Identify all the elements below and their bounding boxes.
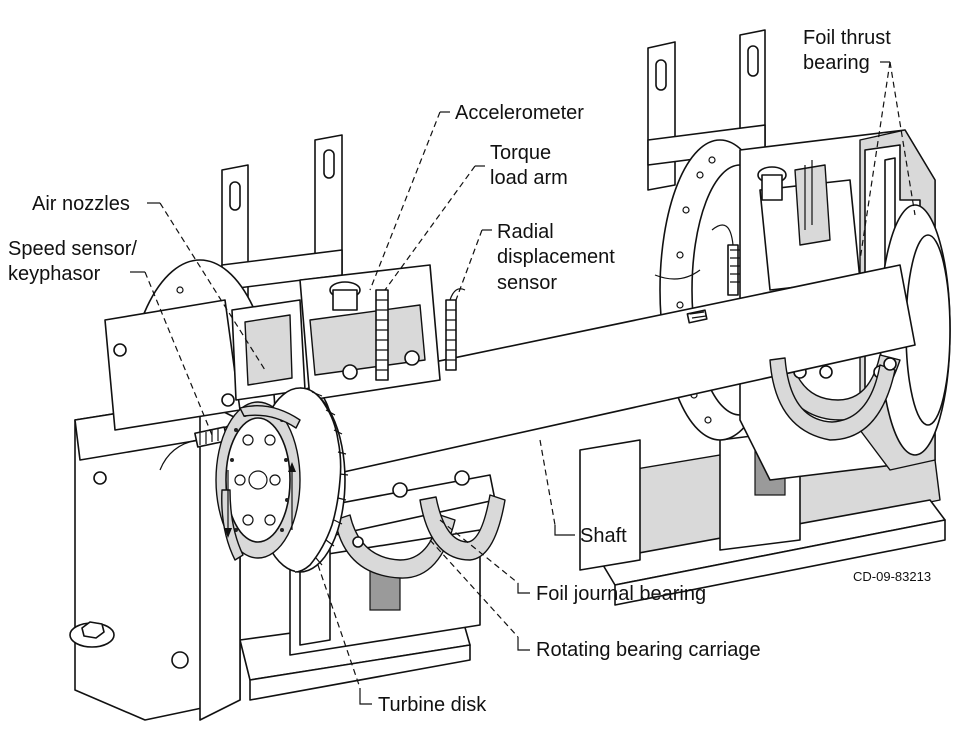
label-speed-sensor-line1: Speed sensor/: [8, 238, 137, 260]
label-foil-journal-bearing: Foil journal bearing: [536, 583, 706, 605]
label-air-nozzles: Air nozzles: [32, 193, 130, 215]
label-speed-sensor-line2: keyphasor: [8, 263, 101, 285]
label-foil-thrust-line1: Foil thrust: [803, 27, 891, 49]
left-housing: [69, 134, 466, 721]
label-turbine-disk: Turbine disk: [378, 694, 487, 716]
label-foil-thrust-line2: bearing: [803, 52, 870, 74]
label-rotating-bearing-carriage: Rotating bearing carriage: [536, 639, 761, 661]
drawing-code: CD-09-83213: [853, 569, 931, 584]
label-accelerometer: Accelerometer: [455, 102, 584, 124]
rotation-arrow-top-icon: [239, 405, 301, 429]
leader-lines: [130, 61, 916, 705]
upward-arrow-icon: [288, 462, 296, 472]
labels: Accelerometer Torque load arm Foil thrus…: [8, 27, 931, 716]
foil-journal-bearing: [329, 470, 506, 579]
rotation-arrow-left-icon: [221, 489, 244, 561]
turbine-disk: [215, 387, 349, 573]
label-radial-line3: sensor: [497, 272, 557, 294]
label-radial-line1: Radial: [497, 221, 554, 243]
label-torque-line1: Torque: [490, 142, 551, 164]
label-torque-line2: load arm: [490, 167, 568, 189]
label-radial-line2: displacement: [497, 246, 615, 268]
label-shaft: Shaft: [580, 525, 627, 547]
right-journal-bearing: [769, 357, 897, 441]
